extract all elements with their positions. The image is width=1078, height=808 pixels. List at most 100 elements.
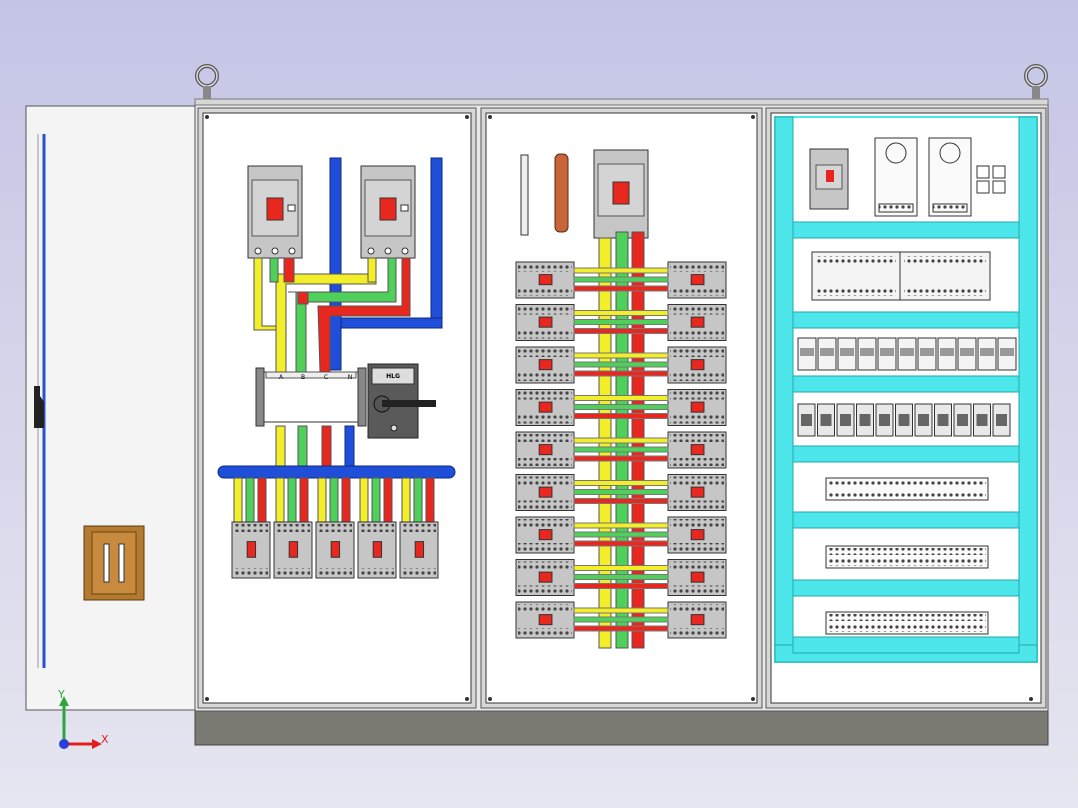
feeder-link-a (573, 352, 669, 359)
feeder-link-a (573, 310, 669, 316)
phase-c-link (425, 477, 435, 523)
distribution-breaker-left[interactable] (515, 474, 575, 511)
relay-face (980, 348, 994, 356)
distribution-breaker-left[interactable] (515, 304, 575, 341)
feeder-link-b (573, 574, 669, 580)
distribution-breaker-left[interactable] (515, 346, 575, 384)
contactor-face (996, 414, 1007, 426)
feeder-link-a (573, 395, 669, 401)
switch-plate-label: HLG (386, 373, 400, 380)
distribution-breaker-right[interactable] (667, 559, 727, 596)
relay-face (900, 348, 914, 356)
contactor-face (820, 414, 832, 426)
terminal-label: N (348, 374, 353, 381)
outgoing-breaker[interactable] (231, 521, 271, 579)
terminal-label: B (301, 374, 305, 381)
relay-row (797, 337, 1017, 371)
contactor-face (937, 414, 949, 426)
relay-face (840, 348, 854, 356)
contactor-face (918, 414, 929, 426)
feeder-link-b (573, 531, 669, 538)
main-breaker-1[interactable] (247, 165, 303, 259)
outgoing-breaker[interactable] (399, 521, 439, 579)
axis-y-label: Y (58, 688, 65, 701)
distribution-breaker-right[interactable] (667, 474, 727, 511)
feeder-link-b (573, 489, 669, 495)
relay-face (940, 348, 954, 356)
contactor-face (801, 414, 812, 426)
relay-face (880, 348, 894, 356)
distribution-breaker-left[interactable] (515, 601, 575, 639)
phase-a-link (275, 477, 285, 523)
feeder-link-b (573, 276, 669, 283)
main-breaker-2[interactable] (360, 165, 416, 259)
terminal-screws-bottom (828, 491, 986, 498)
terminal-block-row (825, 611, 989, 635)
feeder-link-b (573, 404, 669, 410)
feeder-link-a (573, 480, 669, 486)
relay-face (820, 348, 834, 356)
distribution-breaker-left[interactable] (515, 261, 575, 299)
control-breaker[interactable] (809, 148, 849, 210)
feeder-link-c (573, 455, 669, 462)
relay-face (800, 348, 814, 356)
distribution-main-breaker[interactable] (593, 149, 649, 239)
distribution-breaker-right[interactable] (667, 516, 727, 554)
terminal-block-row (825, 545, 989, 569)
relay-face (960, 348, 974, 356)
feeder-link-c (573, 285, 669, 292)
cabinet-plinth (194, 707, 1049, 746)
lifting-eye-icon (195, 64, 219, 99)
din-rail (792, 375, 1020, 393)
phase-b-link (245, 477, 255, 523)
phase-a-link (401, 477, 411, 523)
contactor-face (859, 414, 871, 426)
outgoing-breaker[interactable] (357, 521, 397, 579)
din-rail (792, 445, 1020, 463)
feeder-link-c (573, 583, 669, 589)
phase-b-link (413, 477, 423, 523)
contactor-face (898, 414, 910, 426)
distribution-breaker-left[interactable] (515, 559, 575, 596)
din-rail (792, 221, 1020, 239)
power-supply-1 (874, 137, 918, 217)
phase-b-link (287, 477, 297, 523)
contactor-face (976, 414, 988, 426)
phase-c-link (383, 477, 393, 523)
distribution-breaker-right[interactable] (667, 346, 727, 384)
distribution-breaker-left[interactable] (515, 431, 575, 469)
phase-b-link (371, 477, 381, 523)
distribution-breaker-right[interactable] (667, 261, 727, 299)
door-handle-icon[interactable] (83, 525, 145, 601)
distribution-breaker-right[interactable] (667, 304, 727, 341)
outgoing-breaker[interactable] (315, 521, 355, 579)
relay-face (860, 348, 874, 356)
distribution-breaker-right[interactable] (667, 431, 727, 469)
outgoing-breaker[interactable] (273, 521, 313, 579)
terminal-screws-top (828, 548, 986, 555)
cabinet-door (25, 105, 196, 711)
lifting-eye-icon (1024, 64, 1048, 99)
din-rail (792, 579, 1020, 597)
isolator-switch[interactable]: A B C N A B C N (255, 367, 367, 432)
power-supply-2 (928, 137, 972, 217)
terminal-strip (520, 154, 529, 236)
control-section (765, 107, 1047, 709)
distribution-breaker-left[interactable] (515, 389, 575, 426)
phase-a-link (317, 477, 327, 523)
din-rail (792, 636, 1020, 654)
distribution-breaker-right[interactable] (667, 389, 727, 426)
terminal-label: C (324, 374, 328, 381)
rotary-switch-handle[interactable]: HLG (367, 363, 436, 439)
feeder-link-c (573, 625, 669, 632)
feeder-link-a (573, 522, 669, 529)
feeder-link-a (573, 607, 669, 614)
distribution-breaker-left[interactable] (515, 516, 575, 554)
feeder-link-a (573, 437, 669, 444)
feeder-link-c (573, 498, 669, 504)
feeder-link-b (573, 616, 669, 623)
distribution-breaker-right[interactable] (667, 601, 727, 639)
distribution-section (480, 107, 763, 709)
terminal-block-row (825, 477, 989, 501)
